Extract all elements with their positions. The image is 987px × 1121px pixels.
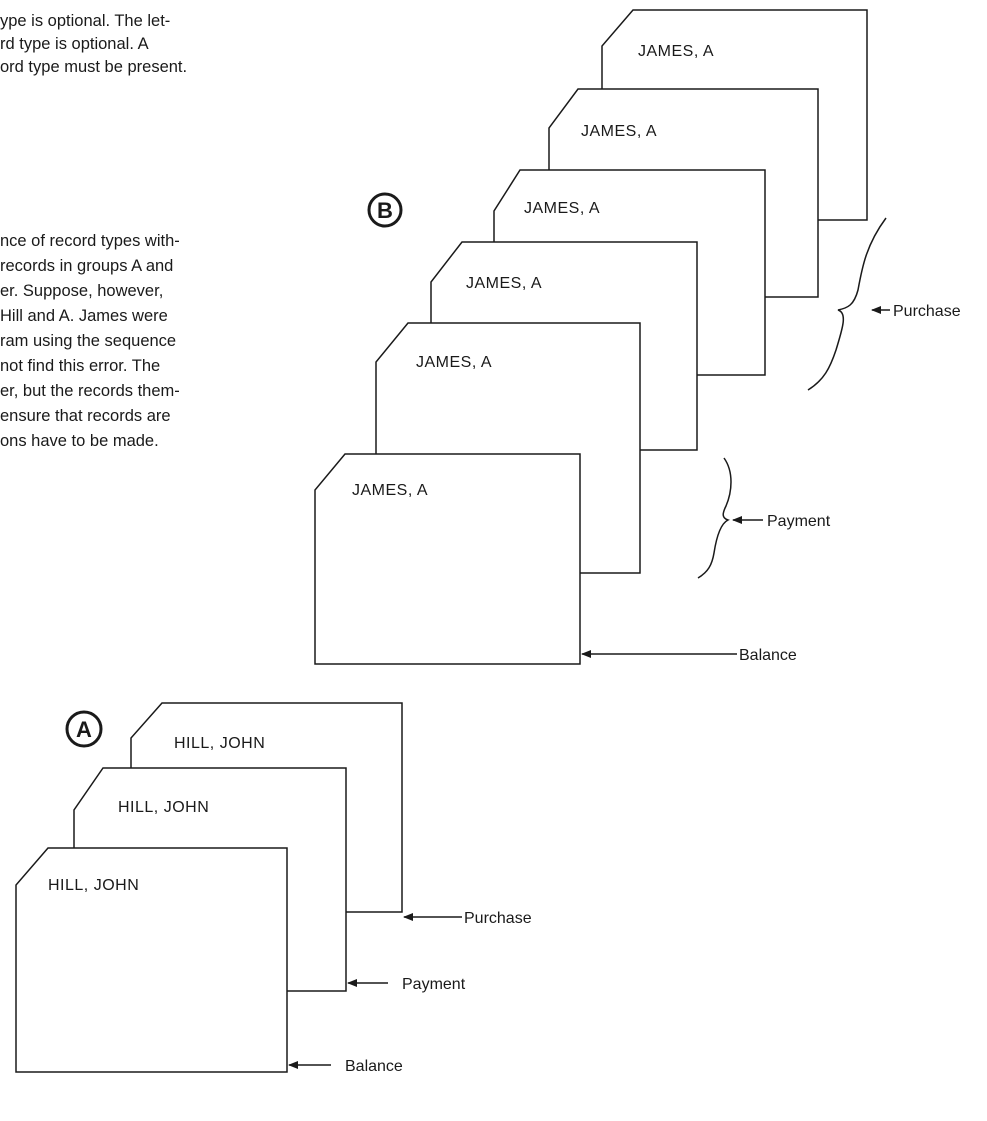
card-label: JAMES, A <box>466 275 542 292</box>
callout-label: Purchase <box>464 910 532 927</box>
callout-purchase-a: Purchase <box>403 910 532 927</box>
record-card: JAMES, A <box>314 453 581 665</box>
card-label: JAMES, A <box>581 123 657 140</box>
callout-balance-b: Balance <box>581 647 797 664</box>
body-text-top: ype is optional. The let- rd type is opt… <box>0 10 187 79</box>
group-a: HILL, JOHN HILL, JOHN HILL, JOHN <box>15 702 403 1073</box>
text-line: ype is optional. The let- <box>0 12 171 30</box>
card-label: JAMES, A <box>352 482 428 499</box>
card-label: HILL, JOHN <box>48 877 139 894</box>
text-line: not find this error. The <box>0 357 161 375</box>
purchase-brace-b <box>807 217 887 391</box>
card-label: HILL, JOHN <box>174 735 265 752</box>
text-line: records in groups A and <box>0 257 174 275</box>
group-letter: A <box>76 717 92 742</box>
card-label: JAMES, A <box>638 43 714 60</box>
callout-label: Purchase <box>893 303 961 320</box>
group-b: JAMES, A JAMES, A JAMES, A JAMES, A JAME… <box>314 9 868 665</box>
callout-label: Payment <box>767 513 831 530</box>
group-letter: B <box>377 198 393 223</box>
card-label: HILL, JOHN <box>118 799 209 816</box>
text-line: er. Suppose, however, <box>0 282 164 300</box>
text-line: ram using the sequence <box>0 332 177 350</box>
text-line: ons have to be made. <box>0 432 159 450</box>
card-label: JAMES, A <box>524 200 600 217</box>
callout-payment-a: Payment <box>347 976 466 993</box>
payment-brace-b <box>697 457 732 579</box>
callout-payment-b: Payment <box>732 513 831 530</box>
text-line: er, but the records them- <box>0 382 180 400</box>
callout-label: Balance <box>739 647 797 664</box>
group-letter-a: A <box>65 710 103 748</box>
group-letter-b: B <box>367 192 403 228</box>
text-line: Hill and A. James were <box>0 307 168 325</box>
callout-label: Payment <box>402 976 466 993</box>
text-line: nce of record types with- <box>0 232 180 250</box>
text-line: ord type must be present. <box>0 58 188 76</box>
body-text-middle: nce of record types with- records in gro… <box>0 229 180 454</box>
record-card: HILL, JOHN <box>15 847 288 1073</box>
text-line: ensure that records are <box>0 407 171 425</box>
callout-label: Balance <box>345 1058 403 1075</box>
callout-balance-a: Balance <box>288 1058 403 1075</box>
text-line: rd type is optional. A <box>0 35 149 53</box>
callout-purchase-b: Purchase <box>871 303 961 320</box>
card-label: JAMES, A <box>416 354 492 371</box>
